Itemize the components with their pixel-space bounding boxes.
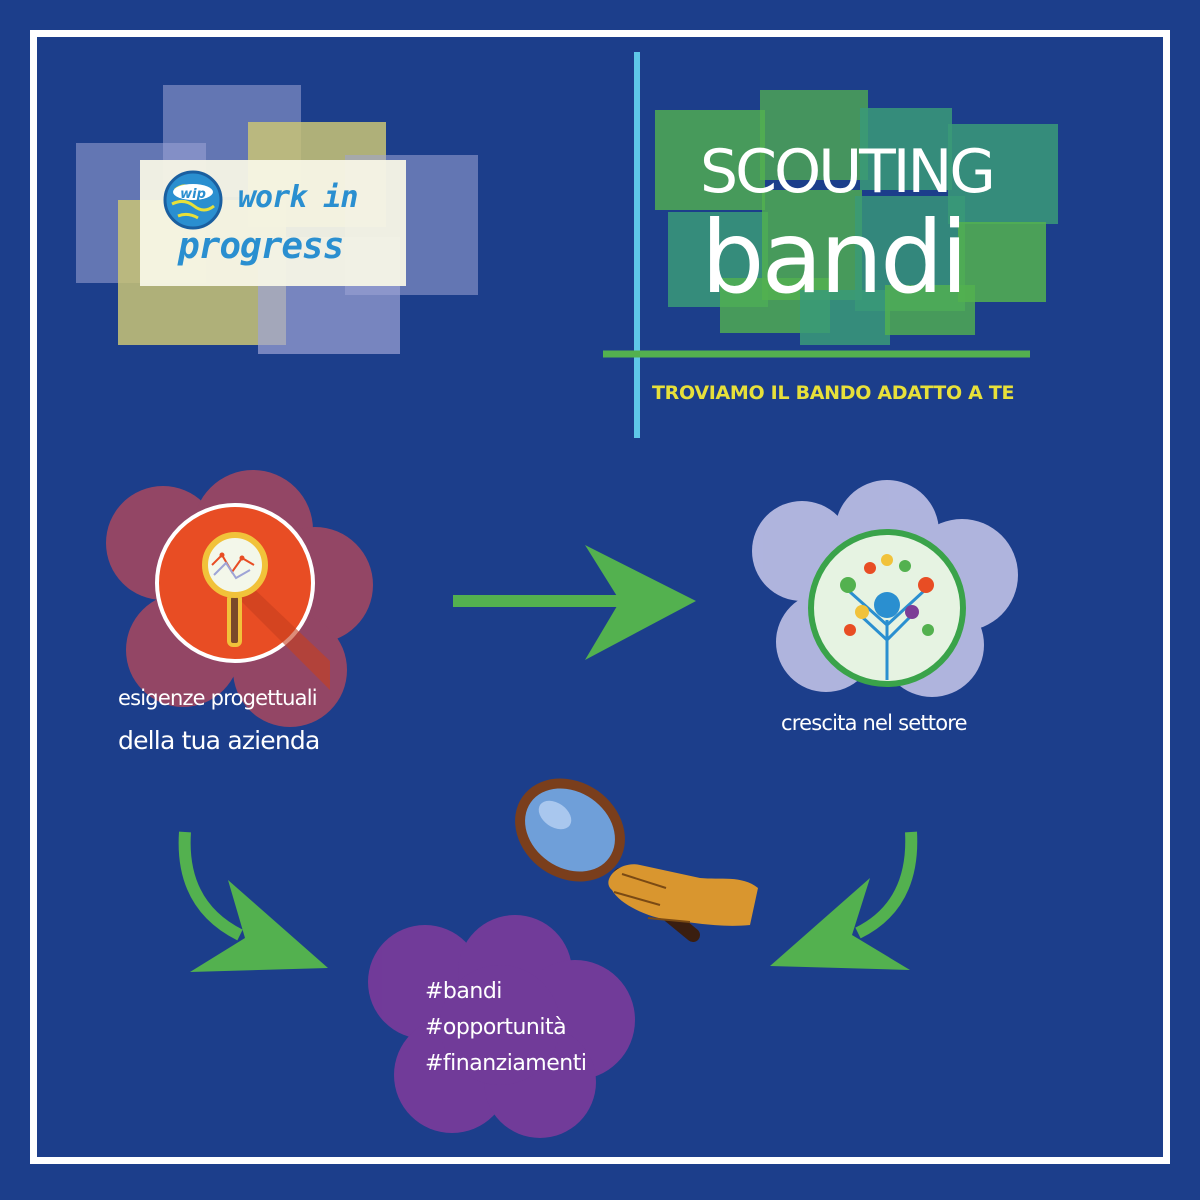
hand-magnifier-icon [515,778,758,942]
hashtag-list: #bandi #opportunità #finanziamenti [425,974,587,1082]
logo-text-progress: progress [178,226,344,267]
tagline: TROVIAMO IL BANDO ADATTO A TE [652,382,1015,404]
scouting-square-collage [655,90,1058,345]
wip-globe-icon: wip [163,170,223,230]
node-needs-label-line1: esigenze progettuali [118,686,318,710]
white-frame [30,30,1170,1164]
wip-badge-text: wip [180,187,206,202]
arrow-needs-to-growth [453,545,696,660]
hashtag-opportunita: #opportunità [425,1015,567,1040]
headline-bandi: bandi [701,199,968,316]
node-growth-label: crescita nel settore [781,711,968,735]
logo-text-work-in: work in [238,180,358,215]
logo-collage [76,85,478,354]
hashtag-bandi: #bandi [425,979,502,1004]
magnifier-chart-icon [155,503,330,690]
headline-scouting: SCOUTING [700,137,996,207]
arrow-needs-to-funding [178,831,328,972]
node-needs-label-line2: della tua azienda [118,726,320,755]
knowledge-tree-icon [808,529,966,687]
arrow-growth-to-funding [770,831,918,970]
node-funding-circles [368,915,635,1138]
hashtag-finanziamenti: #finanziamenti [425,1051,587,1076]
